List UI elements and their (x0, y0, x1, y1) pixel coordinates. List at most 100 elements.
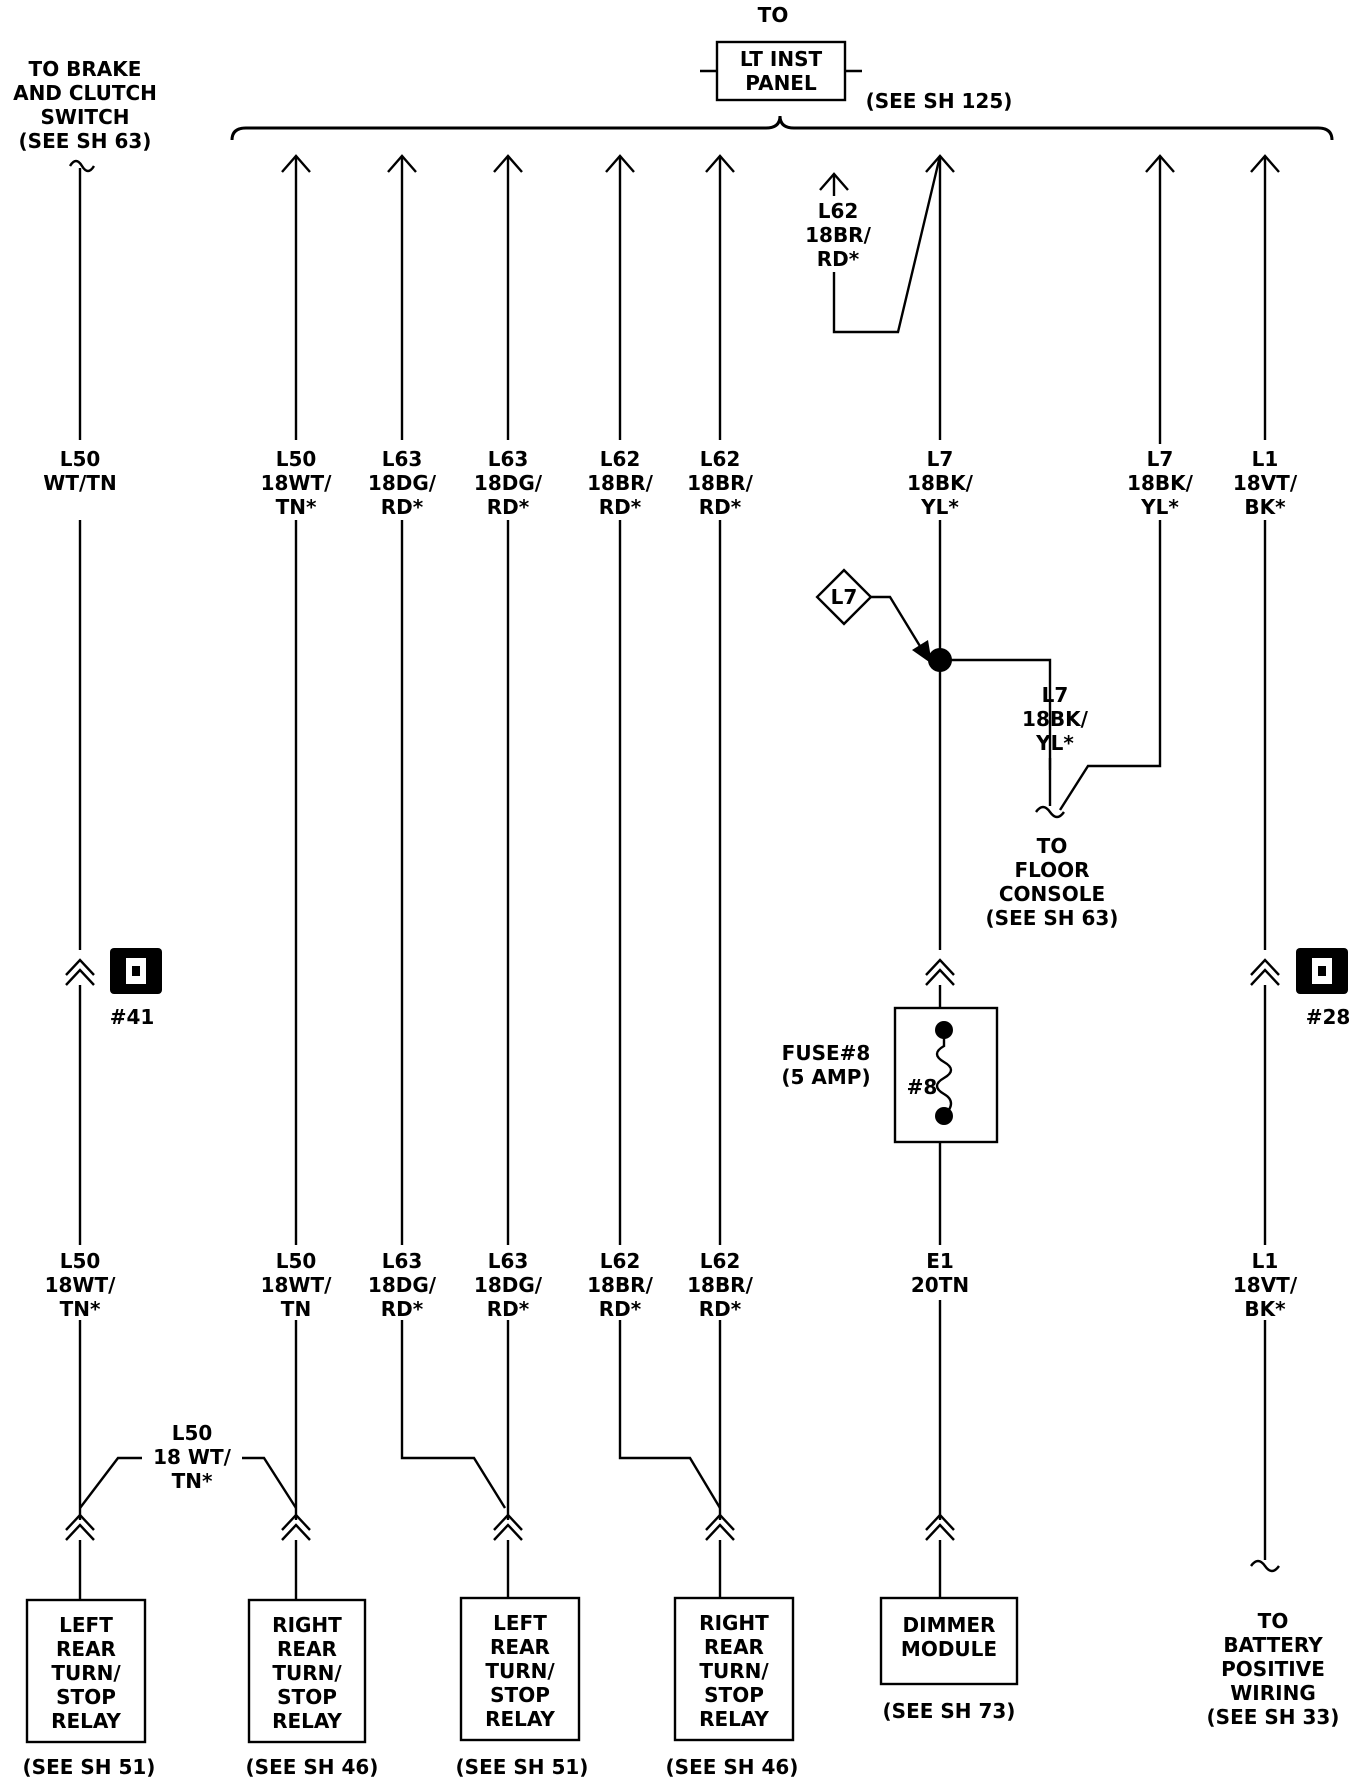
connector-28-label: #28 (1306, 1005, 1351, 1029)
component-label: TURN/ (485, 1659, 555, 1683)
floor-wire-line-3: YL* (1035, 731, 1074, 755)
brake-clutch-line-2: AND CLUTCH (13, 81, 157, 105)
fuse-number: #8 (907, 1075, 938, 1099)
splice-l7: L7 (815, 568, 1052, 770)
wire-label-lower: L1 (1252, 1249, 1279, 1273)
wire-label-upper: 18BK/ (1127, 471, 1194, 495)
component-label: LEFT (59, 1613, 113, 1637)
wire-label-upper: 18BR/ (687, 471, 753, 495)
wire-l50-left (65, 168, 95, 1600)
wire-label-lower: L63 (488, 1249, 529, 1273)
wire-l62-a (605, 154, 722, 1509)
component-label: RELAY (51, 1709, 121, 1733)
component-box (25, 1598, 147, 1744)
component-label: REAR (56, 1637, 116, 1661)
wire-label-lower: 18BR/ (687, 1273, 753, 1297)
wire-label-upper: YL* (1140, 495, 1179, 519)
component-dimmer-module: DIMMER MODULE (SEE SH 73) (879, 1596, 1019, 1723)
battery-line-4: WIRING (1230, 1681, 1316, 1705)
component-label: REAR (704, 1635, 764, 1659)
component-label: RELAY (272, 1709, 342, 1733)
wire-label-upper: L63 (382, 447, 423, 471)
component-label: DIMMER (903, 1613, 996, 1637)
wire-label-lower: 18WT/ (261, 1273, 333, 1297)
fuse-element (935, 1030, 953, 1117)
jumper-l62-line-3: RD* (817, 247, 860, 271)
wire-l63-a (387, 154, 507, 1509)
wire-label-upper: L50 (276, 447, 317, 471)
wire-label-upper: RD* (487, 495, 530, 519)
brake-clutch-switch-label: TO BRAKE AND CLUTCH SWITCH (SEE SH 63) (13, 57, 157, 173)
floor-wire-line-2: 18BK/ (1022, 707, 1089, 731)
wire-label-upper: 18BK/ (907, 471, 974, 495)
component-right-rear-relay-1: RIGHT REAR TURN/ STOP RELAY (SEE SH 46) (246, 1598, 379, 1779)
component-label: RELAY (485, 1707, 555, 1731)
wire-label-lower: RD* (381, 1297, 424, 1321)
component-box (459, 1596, 581, 1742)
component-label: TURN/ (272, 1661, 342, 1685)
component-box (673, 1596, 795, 1742)
wire-label-upper: TN* (276, 495, 317, 519)
floor-console-branch: L7 18BK/ YL* TO FLOOR CONSOLE (SEE SH 63… (986, 154, 1175, 930)
wire-label-lower: TN (281, 1297, 311, 1321)
wire-label-upper: L63 (488, 447, 529, 471)
wire-label-lower: 18DG/ (474, 1273, 543, 1297)
component-label: STOP (277, 1685, 337, 1709)
wire-l7-fuse (925, 154, 955, 1598)
wire-label-upper: RD* (699, 495, 742, 519)
wire-label-lower: RD* (599, 1297, 642, 1321)
component-label: RIGHT (272, 1613, 342, 1637)
component-label: STOP (56, 1685, 116, 1709)
bottom-jumper-line-3: TN* (172, 1469, 213, 1493)
harness-brace (230, 115, 1334, 141)
component-label: REAR (277, 1637, 337, 1661)
wire-label-upper: 18DG/ (368, 471, 437, 495)
component-label: REAR (490, 1635, 550, 1659)
floor-dest-line-2: FLOOR (1014, 858, 1089, 882)
wire-label-lower: RD* (699, 1297, 742, 1321)
component-left-rear-relay-2: LEFT REAR TURN/ STOP RELAY (SEE SH 51) (456, 1596, 588, 1779)
brake-clutch-line-4: (SEE SH 63) (19, 129, 152, 153)
battery-line-3: POSITIVE (1221, 1657, 1325, 1681)
brake-clutch-line-3: SWITCH (41, 105, 130, 129)
wire-label-lower: RD* (487, 1297, 530, 1321)
wire-label-upper: L7 (1147, 447, 1174, 471)
fuse-8: #8 FUSE#8 (5 AMP) (781, 1006, 999, 1144)
wire-label-upper: WT/TN (43, 471, 116, 495)
wire-l1 (1250, 154, 1280, 1573)
wire-label-upper: YL* (920, 495, 959, 519)
wire-label-upper: L62 (600, 447, 641, 471)
wire-l63-b (493, 154, 523, 1598)
component-label: MODULE (901, 1637, 997, 1661)
wire-label-upper: 18WT/ (261, 471, 333, 495)
wire-l50-jumper: L50 18 WT/ TN* (79, 1421, 298, 1509)
component-label: RIGHT (699, 1611, 769, 1635)
wire-label-upper: BK* (1244, 495, 1286, 519)
component-label: TURN/ (51, 1661, 121, 1685)
wire-label-lower: 18VT/ (1233, 1273, 1298, 1297)
connector-28: #28 (1296, 948, 1350, 1029)
wire-label-lower: 20TN (911, 1273, 969, 1297)
fuse-label-2: (5 AMP) (781, 1065, 870, 1089)
component-left-rear-relay-1: LEFT REAR TURN/ STOP RELAY (SEE SH 51) (23, 1598, 155, 1779)
wire-label-upper: 18VT/ (1233, 471, 1298, 495)
component-ref: (SEE SH 46) (246, 1755, 379, 1779)
wire-label-lower: L63 (382, 1249, 423, 1273)
component-right-rear-relay-2: RIGHT REAR TURN/ STOP RELAY (SEE SH 46) (666, 1596, 799, 1779)
component-label: RELAY (699, 1707, 769, 1731)
wire-label-upper: L7 (927, 447, 954, 471)
splice-badge-label: L7 (831, 585, 858, 609)
wire-label-lower: L62 (700, 1249, 741, 1273)
splice-badge (815, 568, 873, 626)
wire-label-lower: BK* (1244, 1297, 1286, 1321)
floor-dest-line-1: TO (1037, 834, 1068, 858)
wire-label-lower: TN* (60, 1297, 101, 1321)
floor-dest-line-3: CONSOLE (999, 882, 1105, 906)
battery-line-1: TO (1258, 1609, 1289, 1633)
lower-wire-labels: L50 18WT/ TN* L50 18WT/ TN L63 18DG/ RD*… (45, 1249, 1298, 1321)
component-ref: (SEE SH 46) (666, 1755, 799, 1779)
upper-wire-labels: L50 WT/TN L50 18WT/ TN* L63 18DG/ RD* L6… (40, 442, 1298, 520)
lt-inst-panel-label-1: LT INST (740, 47, 823, 71)
component-label: STOP (704, 1683, 764, 1707)
wire-l62-b (705, 154, 735, 1598)
